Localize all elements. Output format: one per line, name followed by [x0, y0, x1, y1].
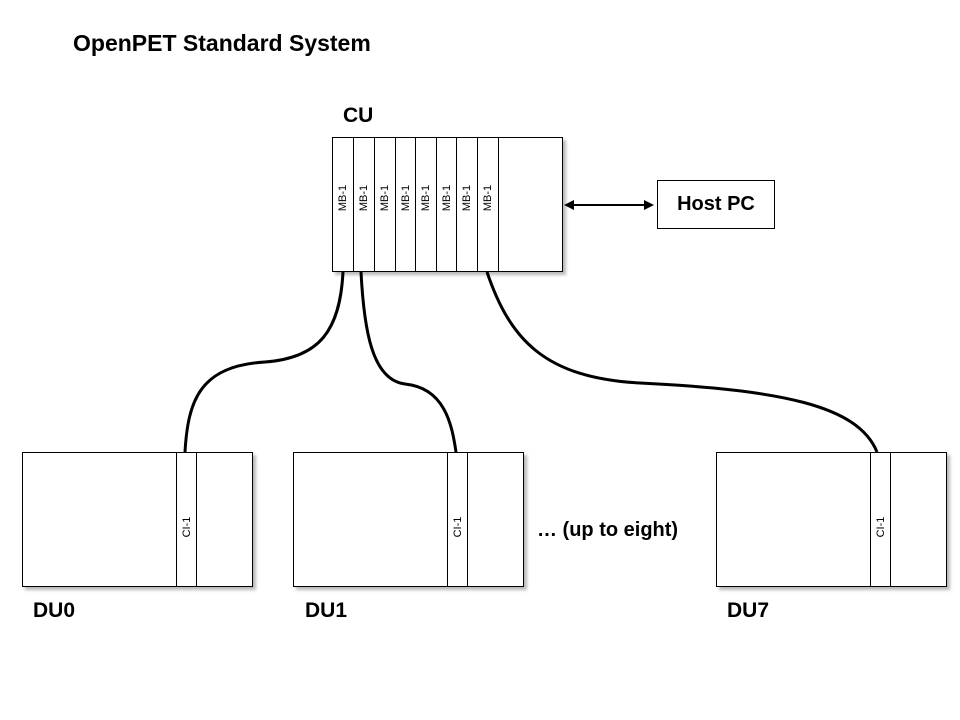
- cu-slot-7: MB-1: [456, 138, 478, 271]
- cu-slot-3-label: MB-1: [379, 184, 391, 212]
- cu-slot-5: MB-1: [415, 138, 437, 271]
- cu-slot-6-label: MB-1: [440, 184, 453, 212]
- cu-slot-1-label: MB-1: [337, 184, 349, 212]
- cable-du0: [183, 271, 345, 453]
- du1-ci-slot: CI-1: [447, 453, 468, 586]
- cu-slot-2-label: MB-1: [358, 184, 370, 212]
- cu-slot-7-label: MB-1: [461, 184, 473, 212]
- ellipsis-note: … (up to eight): [537, 519, 679, 541]
- cable-du7: [485, 271, 879, 453]
- cu-label: CU: [343, 104, 374, 127]
- cu-slot-4-label: MB-1: [399, 184, 412, 212]
- du1-ci-label: CI-1: [451, 516, 464, 538]
- du7-box: CI-1: [716, 452, 947, 587]
- cu-slot-1: MB-1: [333, 138, 354, 271]
- cu-slot-6: MB-1: [436, 138, 457, 271]
- diagram-title: OpenPET Standard System: [73, 30, 371, 56]
- du1-label: DU1: [305, 599, 348, 622]
- cable-du1: [359, 271, 458, 453]
- cu-slot-4: MB-1: [395, 138, 416, 271]
- cu-slot-5-label: MB-1: [420, 184, 432, 212]
- cu-slot-2: MB-1: [353, 138, 375, 271]
- du0-box: CI-1: [22, 452, 253, 587]
- cu-slot-8-label: MB-1: [482, 184, 494, 212]
- du7-ci-slot: CI-1: [870, 453, 891, 586]
- du0-ci-slot: CI-1: [176, 453, 197, 586]
- du0-label: DU0: [33, 599, 76, 622]
- cu-slot-8: MB-1: [477, 138, 499, 271]
- host-pc-label: Host PC: [677, 193, 755, 215]
- du7-ci-label: CI-1: [874, 516, 887, 538]
- du0-ci-label: CI-1: [180, 516, 193, 538]
- cu-box: MB-1 MB-1 MB-1 MB-1 MB-1 MB-1 MB-1 MB-1: [332, 137, 563, 272]
- du7-label: DU7: [727, 599, 770, 622]
- cu-slot-3: MB-1: [374, 138, 396, 271]
- host-pc-box: Host PC: [657, 180, 775, 229]
- du1-box: CI-1: [293, 452, 524, 587]
